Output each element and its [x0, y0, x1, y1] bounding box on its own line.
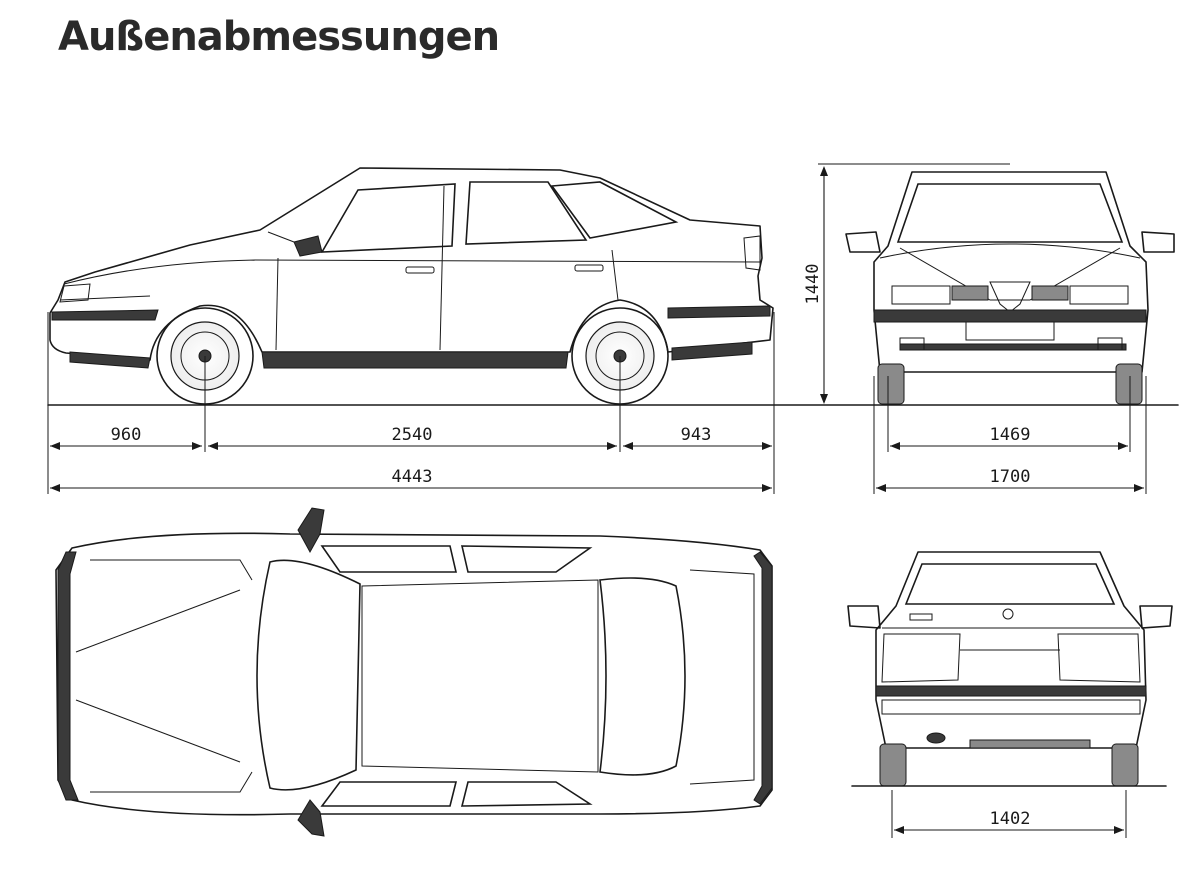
top-right-mirror [297, 799, 325, 837]
top-body-outline [55, 532, 773, 816]
front-right-mirror [1141, 231, 1175, 253]
front-left-mirror [845, 231, 881, 253]
top-rear-window [599, 577, 686, 776]
dim-front-track: 1469 [990, 425, 1031, 445]
rear-view: 1402 [847, 551, 1173, 838]
dim-overall-width: 1700 [990, 467, 1031, 487]
top-view [55, 507, 773, 837]
dim-rear-overhang: 943 [681, 425, 712, 445]
top-windshield [256, 559, 361, 791]
dim-height: 1440 [803, 264, 823, 305]
top-roof [361, 579, 599, 773]
dim-rear-track: 1402 [990, 809, 1031, 829]
rear-window [904, 563, 1116, 605]
side-view [47, 167, 1179, 494]
side-rear-window [465, 181, 588, 245]
side-skirt [261, 351, 569, 369]
dim-front-overhang: 960 [111, 425, 142, 445]
dim-overall-length: 4443 [392, 467, 433, 487]
front-windshield [896, 183, 1124, 243]
side-front-window [320, 183, 456, 253]
dim-wheelbase: 2540 [392, 425, 433, 445]
side-mirror [293, 235, 323, 257]
page-title: Außenabmessungen [58, 14, 500, 60]
rear-left-mirror [847, 605, 881, 629]
front-view: 1469 1700 [845, 171, 1175, 494]
top-left-mirror [297, 507, 325, 554]
front-body-outline [873, 171, 1149, 373]
rear-body-outline [875, 551, 1147, 749]
side-dimensions: 960 2540 943 4443 [50, 425, 772, 492]
height-dimension: 1440 [803, 163, 1010, 404]
front-grille [989, 281, 1031, 313]
rear-right-mirror [1139, 605, 1173, 629]
